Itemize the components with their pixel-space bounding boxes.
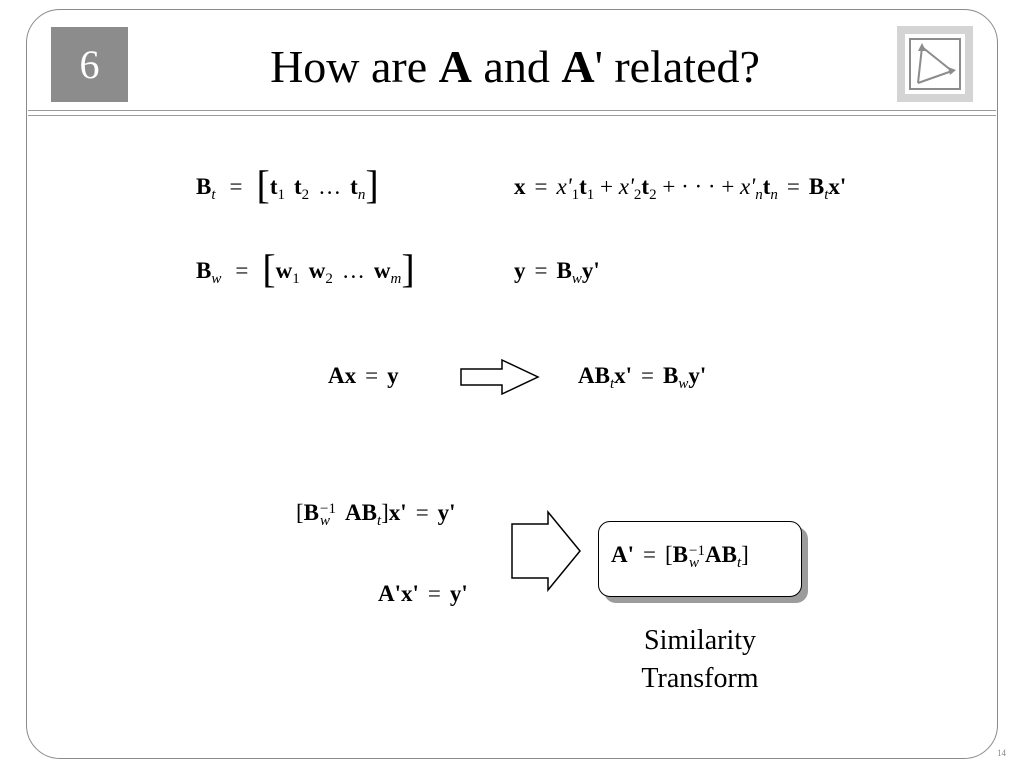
slide-title: How are A and A' related? [270,41,760,92]
title-divider [28,115,996,116]
title-divider [28,110,996,111]
similarity-transform-caption: Similarity Transform [641,625,759,694]
equation-ax-equals-y: Ax=y [328,363,399,388]
equation-aprime-transform: A'x'=y' [378,581,468,606]
vector-logo-icon [897,26,973,102]
big-implies-arrow-icon [511,510,581,592]
equation-y-expansion: y=Bwy' [514,258,600,287]
implies-arrow-icon [460,358,540,396]
equation-abt-equals-bwy: ABtx'=Bwy' [578,363,707,392]
chapter-badge: 6 [51,27,128,102]
equation-x-expansion: x=x'1t1 + x'2t2 + · · · + x'ntn=Btx' [514,174,847,203]
page-number: 14 [997,748,1006,758]
